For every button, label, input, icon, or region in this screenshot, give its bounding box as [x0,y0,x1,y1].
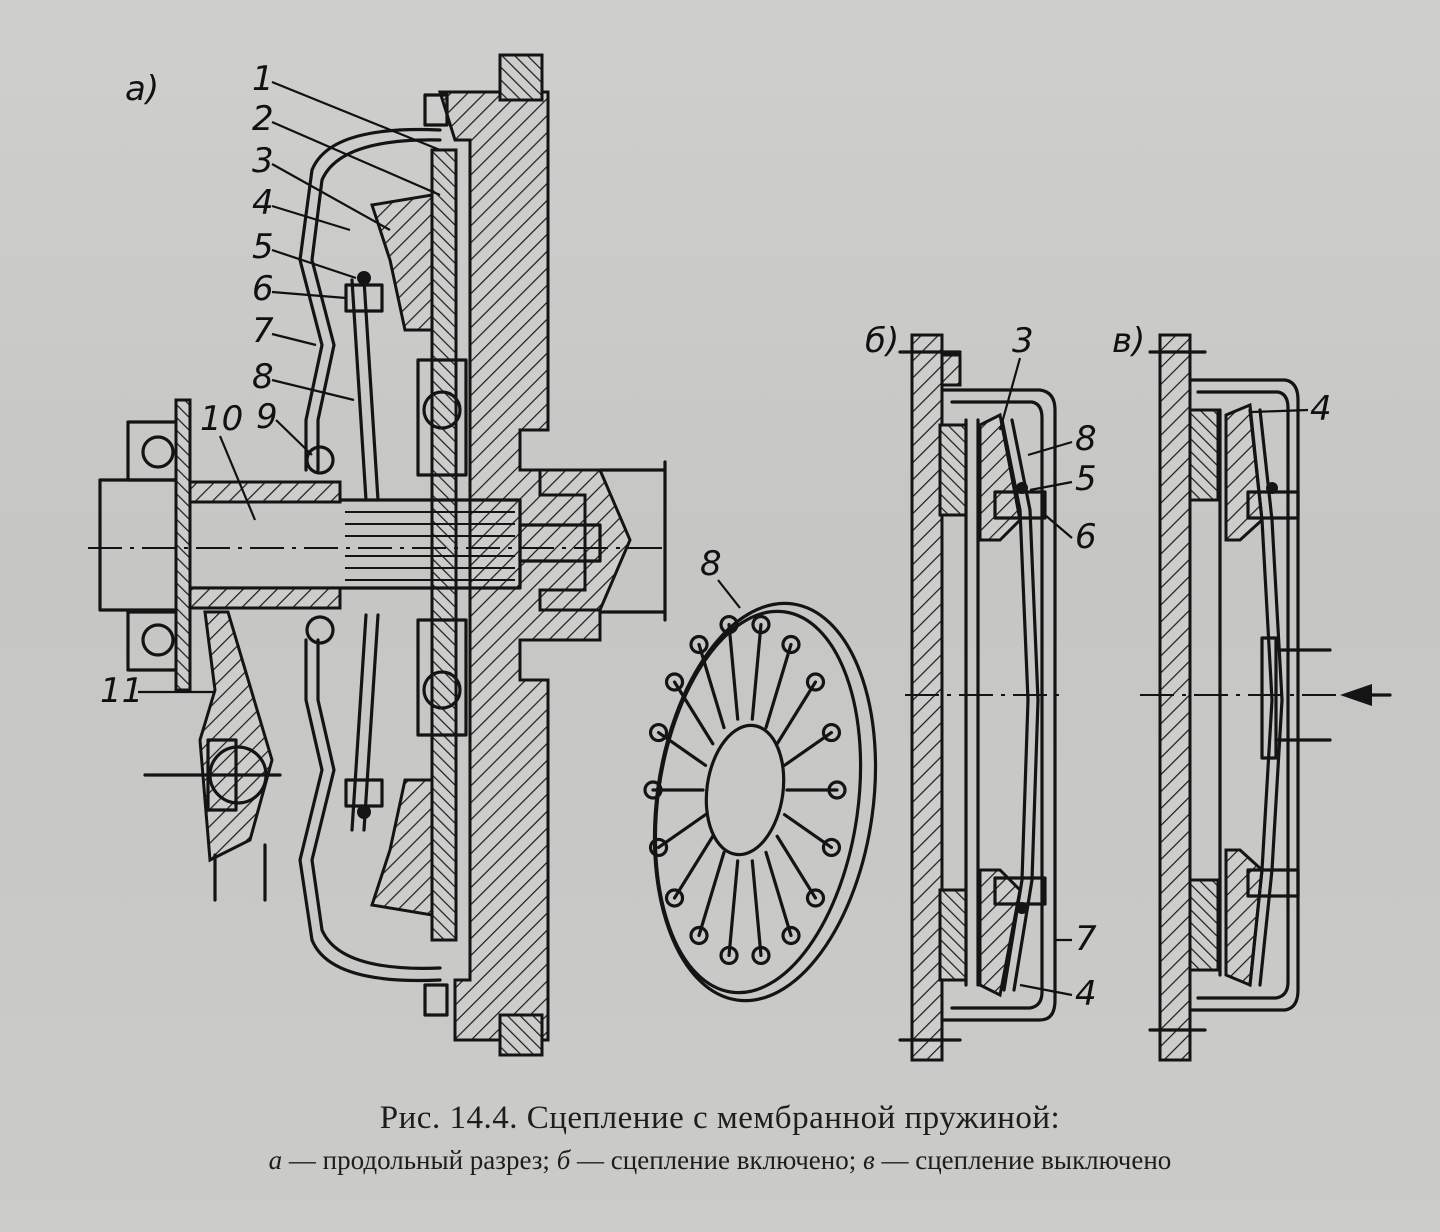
caption-title: Рис. 14.4. Сцепление с мембранной пружин… [379,1100,1061,1136]
caption-text-c: — сцепление выключено [874,1145,1172,1175]
spring-finger [727,622,740,721]
release-arrow [1340,684,1372,706]
callout-7: 7 [252,311,274,351]
friction-disc-b [938,423,968,517]
callout-9: 9 [256,397,278,437]
spring-finger [764,850,793,938]
callout-10: 10 [200,399,243,439]
release-sleeve-bottom [188,586,342,610]
diaphragm-spring-view: 8 [643,544,878,1003]
spring-finger [672,680,715,746]
cover-c [1188,378,1300,1012]
spring-c [1248,408,1274,987]
caption-letter-c: в [862,1145,875,1175]
caption-subtitle: а — продольный разрез; б — сцепление вкл… [0,1145,1440,1176]
spring-finger-hole [751,945,771,966]
spring-finger-hole [781,634,801,655]
spring-finger-hole [827,780,847,800]
callout-c-4: 4 [1310,389,1332,429]
callout-1: 1 [252,59,274,99]
caption-text-b: — сцепление включено; [570,1145,863,1175]
spring-finger-hole [643,780,663,800]
crankshaft-flange [538,468,632,612]
pressure-plate-b [978,412,1022,542]
spring-center-hole [704,723,786,857]
spring-finger-hole [648,837,669,858]
hub-damper-bottom [416,618,468,737]
bolt-top [423,93,449,127]
cover-b [940,388,1057,1022]
shaft-splines [345,511,515,581]
panel-label-a: а) [125,69,159,109]
release-fork [198,610,274,863]
callout-11: 11 [100,671,143,711]
spring-fingers [643,614,847,966]
spring-finger-hole [664,888,685,908]
spring-finger-hole [689,925,709,946]
callout-3: 3 [252,141,274,181]
clutch-cover [298,127,442,983]
panel-label-c: в) [1112,321,1145,361]
spring-finger-hole [751,614,771,635]
spring-finger [672,834,715,900]
friction-disc [430,148,458,942]
spring-finger [697,850,726,938]
callout-4: 4 [252,183,274,223]
spring-finger-hole [689,634,709,655]
spring-finger-hole [805,888,826,908]
spring-finger-hole [664,672,685,692]
spring-finger [775,680,818,746]
callout-6: 6 [252,269,274,309]
flywheel-c [1158,333,1192,1062]
callout-b-3: 3 [1012,321,1034,361]
callout-b-5: 5 [1075,459,1097,499]
figure-caption: Рис. 14.4. Сцепление с мембранной пружин… [0,1100,1440,1176]
release-sleeve-top [188,480,342,504]
spring-finger-hole [805,672,826,692]
callout-2: 2 [252,99,274,139]
spring-b [1000,418,1030,992]
spring-finger-hole [719,945,739,966]
rivet-bottom [344,778,384,808]
pressure-plate-bottom [370,778,434,917]
caption-letter-b: б [556,1145,571,1175]
callout-b-6: 6 [1075,517,1097,557]
callouts-a: 1 2 3 4 5 6 7 8 9 10 11 [100,59,441,711]
ring-gear-top [498,53,544,102]
callout-8: 8 [252,357,274,397]
callout-b-7: 7 [1075,919,1097,959]
clutch-figure: а) 1 2 3 4 5 6 7 8 9 10 11 [88,53,1392,1062]
flywheel-b [910,333,944,1062]
bolt-bottom [423,983,449,1017]
spring-finger-hole [719,614,739,635]
panel-label-b: б) [865,321,899,361]
ring-gear-bottom [498,1013,544,1057]
friction-disc-c [1188,408,1220,502]
spring-finger [764,642,793,730]
panel-c-disengaged: в) 4 [1112,321,1392,1062]
spring-finger [750,622,763,721]
hub-damper-top [416,358,468,477]
callout-b-8: 8 [1075,419,1097,459]
spring-finger-hole [648,722,669,743]
spring-callout: 8 [700,544,722,584]
spring-finger [750,859,763,958]
retaining-ring [305,445,335,475]
callout-5: 5 [252,227,274,267]
panel-a-section: а) 1 2 3 4 5 6 7 8 9 10 11 [88,53,670,1057]
spring-finger [697,642,726,730]
panel-b-engaged: б) 3 8 5 6 7 4 [865,321,1097,1062]
diaphragm-spring [350,278,368,832]
spring-finger [727,859,740,958]
caption-letter-a: а [268,1145,283,1175]
caption-text-a: — продольный разрез; [282,1145,557,1175]
spring-finger-hole [821,722,842,743]
callout-b-4: 4 [1075,974,1097,1014]
spring-finger-hole [821,837,842,858]
spring-finger [775,834,818,900]
spring-finger-hole [781,925,801,946]
